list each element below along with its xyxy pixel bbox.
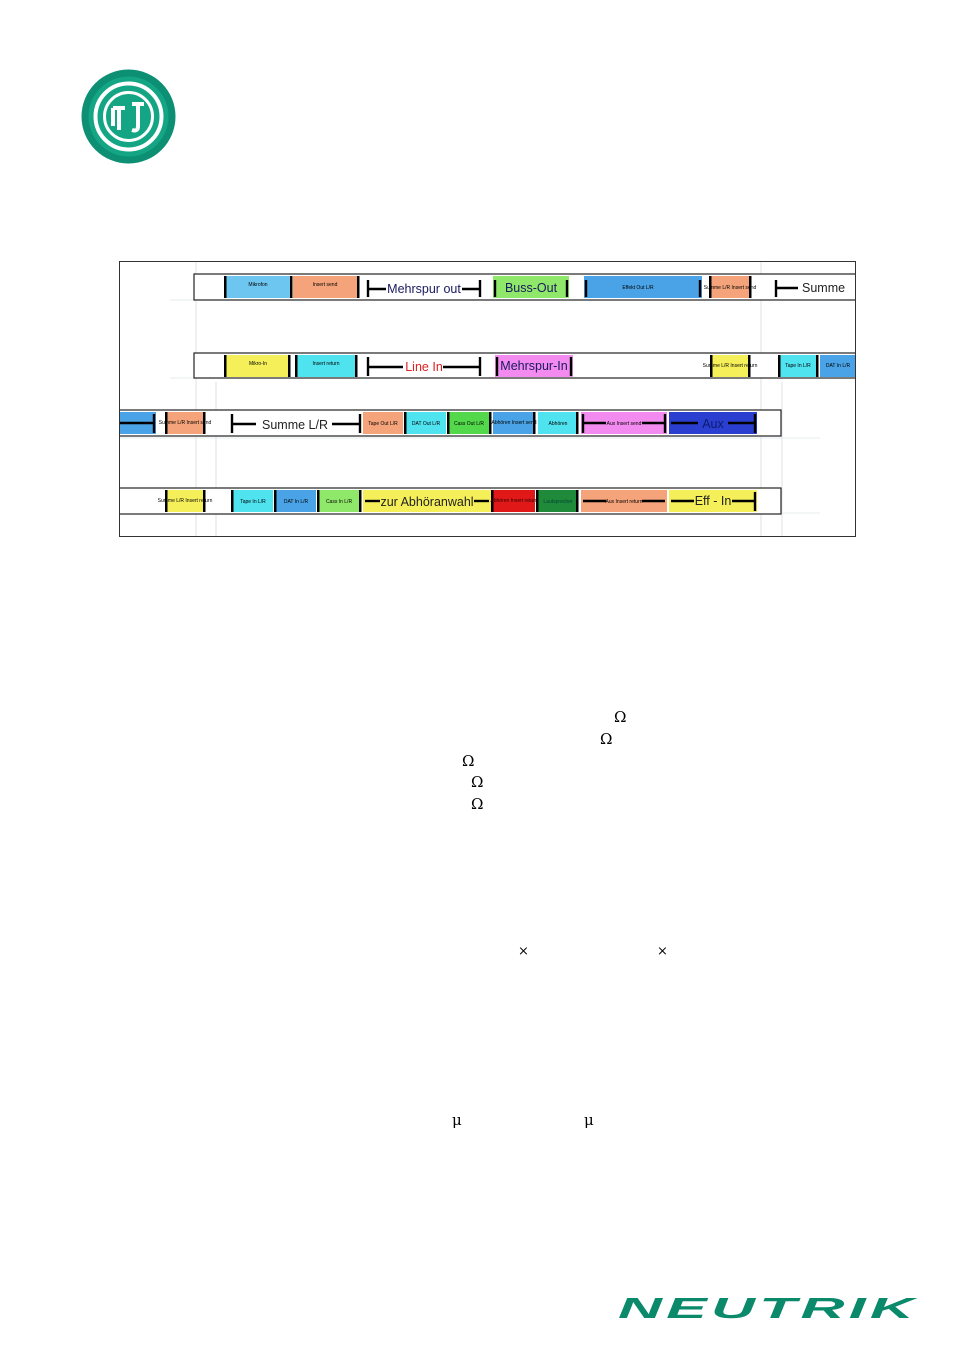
label-aux-return: Aux Insert return	[581, 490, 667, 512]
label-mehrspur-in: Mehrspur-In	[495, 355, 573, 377]
svg-text:DAT In L/R: DAT In L/R	[826, 363, 851, 369]
label-summe-lr-send-2: Summe L/R Insert send	[159, 412, 212, 434]
ohm-symbol-5: Ω	[471, 795, 484, 813]
svg-text:Tape In L/R: Tape In L/R	[240, 499, 266, 505]
label-summe-lr-return: Summe L/R Insert return	[703, 355, 758, 377]
patch-row-2: Mikro-In Insert return Line In Mehrspur-…	[224, 355, 855, 377]
svg-text:Tape In L/R: Tape In L/R	[785, 363, 811, 369]
label-tape-out: Tape Out L/R	[363, 412, 403, 434]
label-effekt-out: Effekt Out L/R	[584, 276, 702, 298]
svg-text:Buss-Out: Buss-Out	[505, 281, 558, 295]
svg-text:Abhören Insert return: Abhören Insert return	[490, 498, 537, 504]
svg-text:Summe L/R Insert send: Summe L/R Insert send	[704, 285, 757, 291]
label-mehrspur-out: Mehrspur out	[363, 276, 483, 298]
patch-row-3: Summe L/R Insert send Summe L/R Tape Out…	[120, 412, 757, 434]
svg-text:zur Abhöranwahl: zur Abhöranwahl	[380, 495, 473, 509]
svg-text:Aux Insert send: Aux Insert send	[607, 421, 642, 427]
svg-text:DAT Out L/R: DAT Out L/R	[412, 421, 441, 427]
svg-text:Mikrofon: Mikrofon	[248, 282, 267, 288]
svg-text:Mehrspur out: Mehrspur out	[387, 282, 461, 296]
label-abhoeren-return: Abhören Insert return	[490, 490, 538, 512]
patch-row-1: Mikrofon Insert send Mehrspur out Buss-O…	[224, 276, 845, 298]
patchbay-labelling-figure: Mikrofon Insert send Mehrspur out Buss-O…	[119, 261, 856, 537]
ohm-symbol-2: Ω	[600, 730, 613, 748]
svg-text:Summe L/R Insert return: Summe L/R Insert return	[703, 363, 758, 369]
svg-text:Effekt Out L/R: Effekt Out L/R	[622, 285, 654, 291]
label-buss-out: Buss-Out	[493, 276, 569, 298]
label-summe: Summe	[774, 280, 845, 297]
label-abhoeren: Abhören	[538, 412, 579, 434]
label-summe-lr-return-2: Summe L/R Insert return	[158, 490, 213, 512]
svg-text:Eff - In: Eff - In	[695, 494, 732, 508]
label-cass-in: Cass In L/R	[317, 490, 362, 512]
svg-text:Lautsprecher: Lautsprecher	[543, 499, 573, 505]
svg-text:Line In: Line In	[405, 360, 443, 374]
svg-text:Summe L/R Insert return: Summe L/R Insert return	[158, 498, 213, 504]
label-mikro-in: Mikro-In	[224, 355, 291, 377]
svg-text:Aux: Aux	[702, 417, 724, 431]
svg-text:Cass In L/R: Cass In L/R	[326, 499, 353, 505]
label-dat-in: DAT In L/R	[820, 355, 855, 377]
label-lautsprecher: Lautsprecher	[536, 490, 579, 512]
times-symbol-2: ×	[657, 944, 668, 959]
label-cass-out: Cass Out L/R	[447, 412, 492, 434]
svg-text:Summe L/R Insert send: Summe L/R Insert send	[159, 420, 212, 426]
label-insert-return: Insert return	[295, 355, 358, 377]
label-aux: Aux	[669, 412, 757, 434]
svg-text:Insert return: Insert return	[313, 361, 340, 367]
ohm-symbol-3: Ω	[462, 752, 475, 770]
label-zur-abhoeranwahl: zur Abhöranwahl	[363, 490, 491, 512]
svg-text:Insert send: Insert send	[313, 282, 338, 288]
neutrik-wordmark: NEUTRIK	[616, 1293, 920, 1325]
svg-text:Cass Out L/R: Cass Out L/R	[454, 421, 484, 427]
label-abhoeren-send: Abhören Insert send	[491, 412, 537, 434]
label-tape-in: Tape In L/R	[778, 355, 819, 377]
label-mikrofon: Mikrofon	[226, 276, 290, 298]
svg-text:Abhören Insert send: Abhören Insert send	[491, 420, 536, 426]
label-eff-in: Eff - In	[669, 490, 757, 512]
svg-text:Abhören: Abhören	[549, 421, 568, 427]
svg-text:Aux Insert return: Aux Insert return	[606, 499, 643, 505]
svg-text:Summe: Summe	[802, 281, 845, 295]
svg-text:Tape Out L/R: Tape Out L/R	[368, 421, 398, 427]
label-summe-lr-send: Summe L/R Insert send	[704, 276, 757, 298]
svg-text:Summe L/R: Summe L/R	[262, 418, 328, 432]
label-dat-out: DAT Out L/R	[404, 412, 446, 434]
neutrik-logo	[80, 68, 177, 165]
svg-text:NEUTRIK: NEUTRIK	[618, 1294, 918, 1322]
label-line-in: Line In	[366, 357, 482, 376]
ohm-symbol-4: Ω	[471, 773, 484, 791]
label-aux-send: Aux Insert send	[581, 412, 667, 434]
label-dat-in-2: DAT In L/R	[274, 490, 316, 512]
micro-symbol-1: μ	[452, 1111, 462, 1129]
label-tape-in-2: Tape In L/R	[231, 490, 273, 512]
svg-text:DAT In L/R: DAT In L/R	[284, 499, 309, 505]
times-symbol-1: ×	[518, 944, 529, 959]
label-summe-lr: Summe L/R	[230, 414, 362, 433]
patch-row-4: Summe L/R Insert return Tape In L/R DAT …	[158, 490, 757, 512]
svg-text:Mehrspur-In: Mehrspur-In	[500, 359, 567, 373]
micro-symbol-2: μ	[584, 1111, 594, 1129]
ohm-symbol-1: Ω	[614, 708, 627, 726]
label-insert-send: Insert send	[293, 276, 357, 298]
svg-text:Mikro-In: Mikro-In	[249, 361, 267, 367]
